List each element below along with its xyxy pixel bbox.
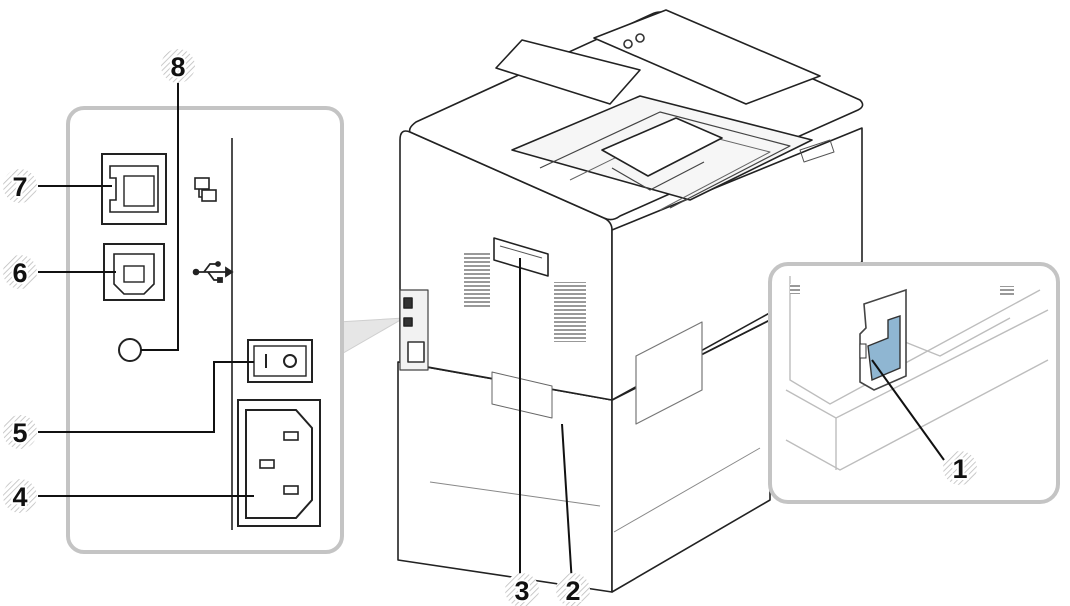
paper-stopper [601, 117, 723, 177]
callout-3: 3 [514, 576, 529, 606]
rear-vents-right [554, 282, 586, 342]
callout-2: 2 [565, 576, 580, 606]
callout-1: 1 [952, 454, 967, 484]
leader-8 [141, 82, 179, 351]
power-switch [247, 339, 313, 383]
power-socket [237, 399, 321, 527]
network-icon [194, 177, 217, 202]
connector-inset [66, 106, 344, 554]
front-flap [495, 39, 641, 105]
leader-2 [561, 423, 573, 585]
callout-6: 6 [12, 258, 27, 288]
network-port [101, 153, 167, 225]
connector-zoom-wedge [337, 317, 405, 357]
leader-lines [38, 82, 945, 585]
rear-handle [493, 237, 549, 277]
side-inset [768, 262, 1060, 504]
side-inset-frame [768, 262, 1060, 504]
callout-8: 8 [170, 52, 185, 82]
usb-icon [192, 261, 234, 283]
callouts: 1 2 3 4 5 6 7 8 [3, 49, 977, 606]
callout-4: 4 [12, 482, 27, 512]
control-panel [593, 9, 821, 105]
leader-5 [38, 361, 254, 433]
label-plate [491, 371, 553, 419]
round-port [118, 338, 142, 362]
rear-vents-left [464, 252, 490, 308]
callout-5: 5 [12, 418, 27, 448]
leader-1 [871, 359, 945, 461]
side-door [635, 321, 703, 425]
callout-7: 7 [12, 172, 27, 202]
printer [397, 9, 864, 593]
